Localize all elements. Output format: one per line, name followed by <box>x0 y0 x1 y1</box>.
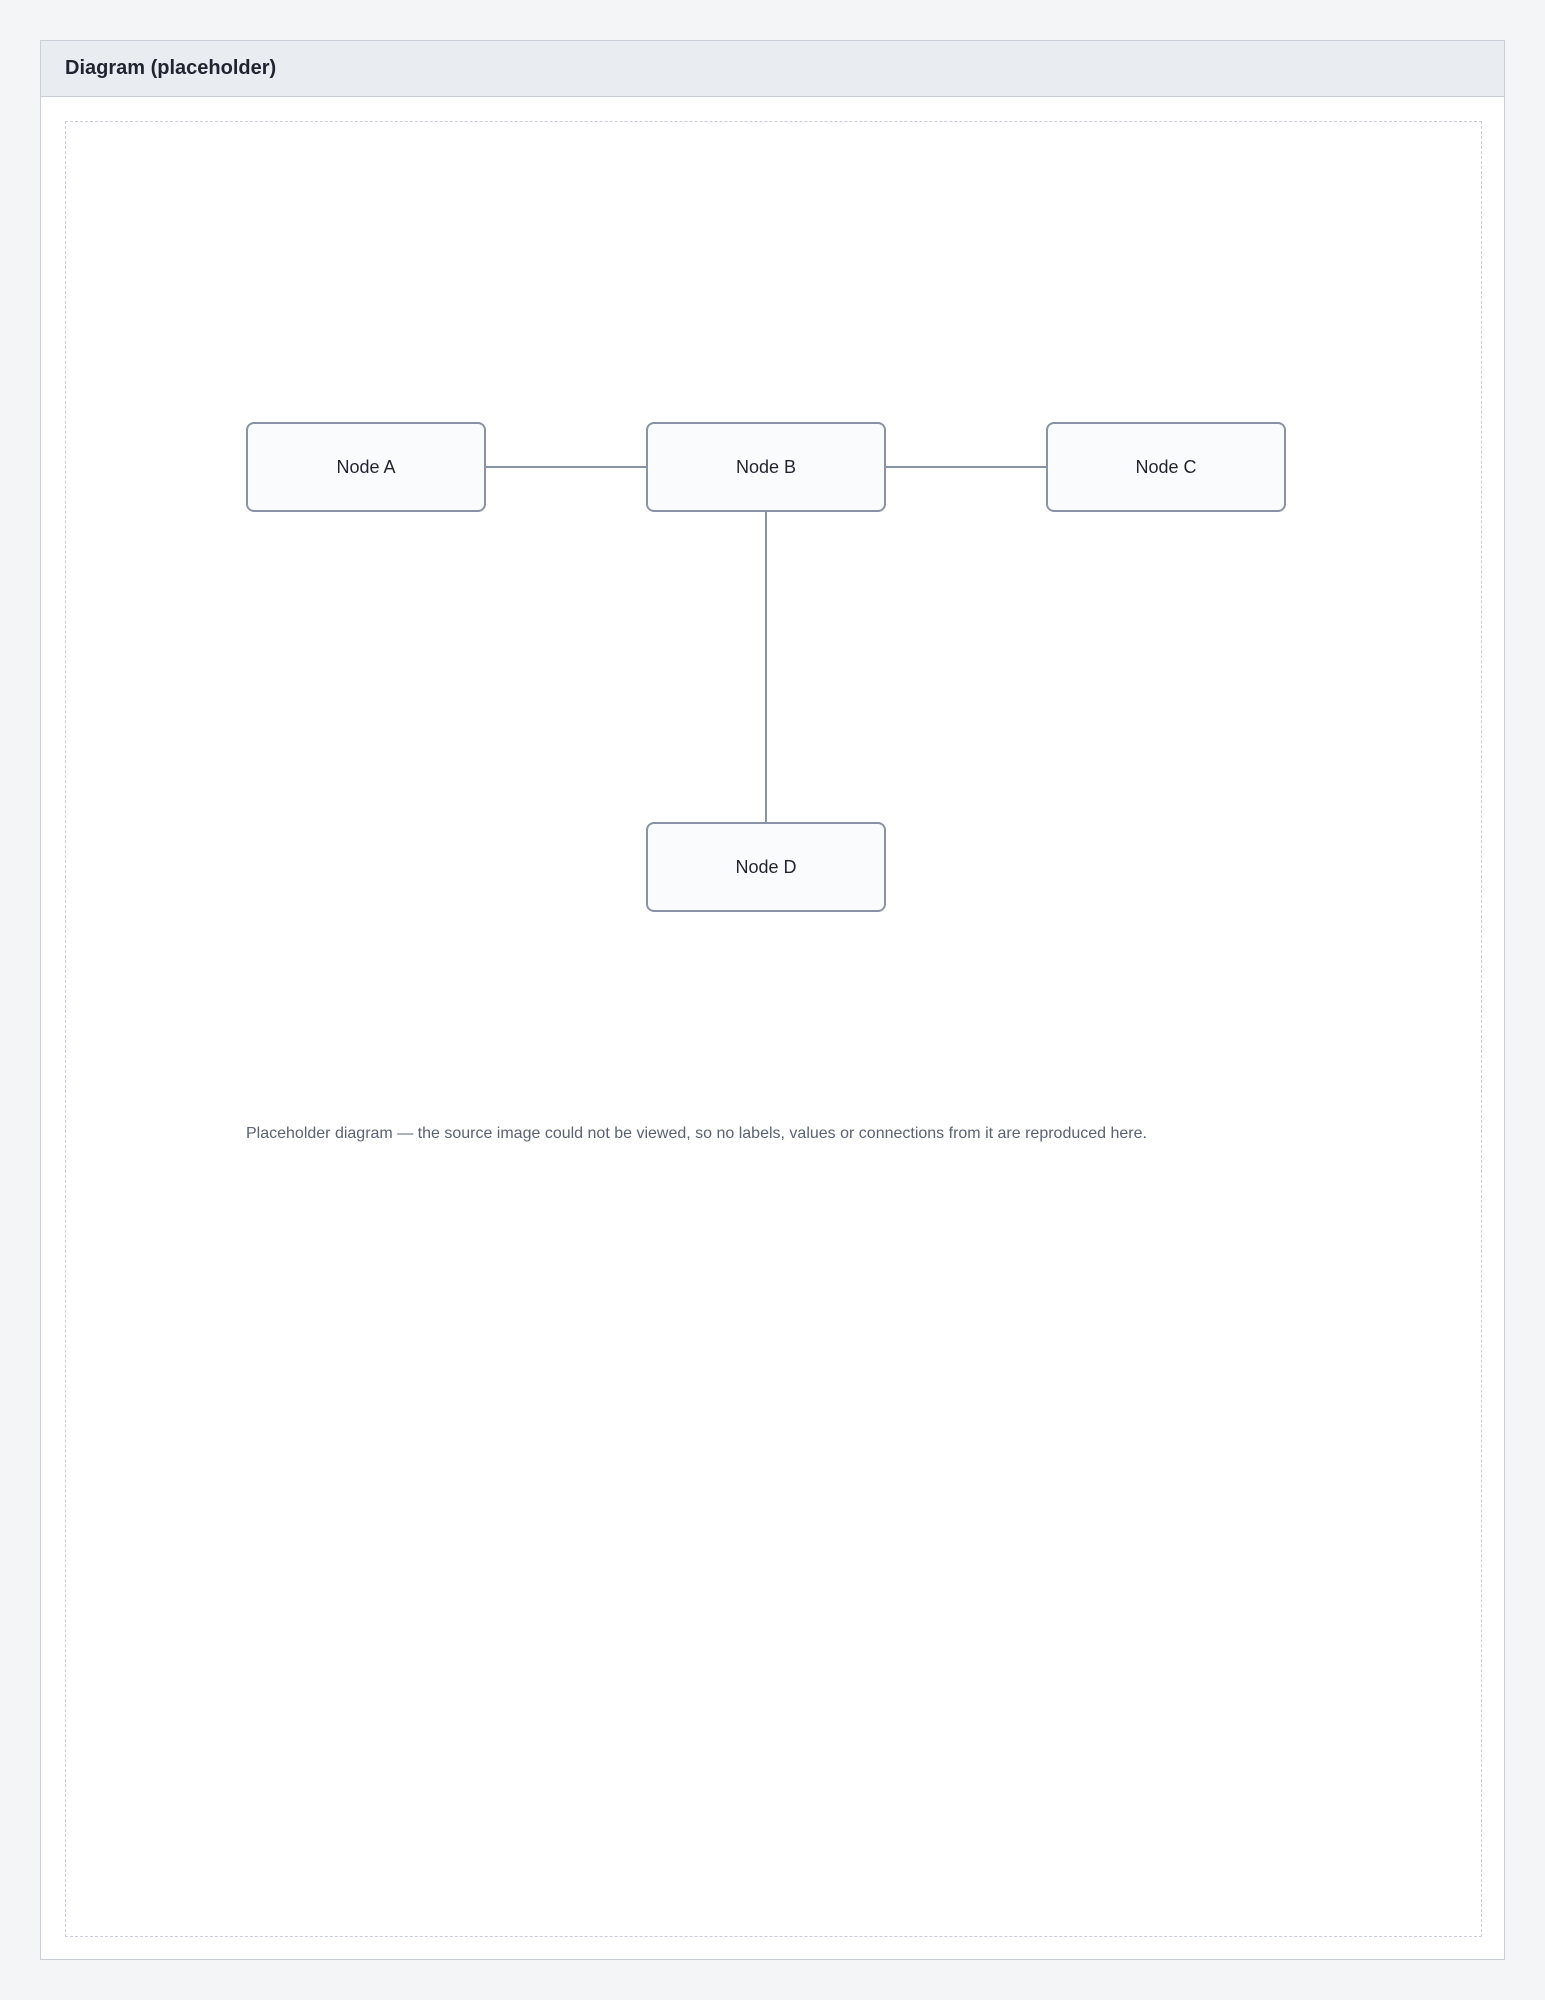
connector-layer <box>486 466 1046 822</box>
node-b: Node B <box>646 422 886 512</box>
diagram-title: Diagram (placeholder) <box>41 41 1504 97</box>
node-c: Node C <box>1046 422 1286 512</box>
diagram-frame: Diagram (placeholder) Node A Node B Node… <box>40 40 1505 1960</box>
node-a: Node A <box>246 422 486 512</box>
diagram-canvas: Node A Node B Node C Node D Placeholder … <box>65 121 1482 1937</box>
placeholder-note: Placeholder diagram — the source image c… <box>246 1125 1147 1142</box>
node-d: Node D <box>646 822 886 912</box>
